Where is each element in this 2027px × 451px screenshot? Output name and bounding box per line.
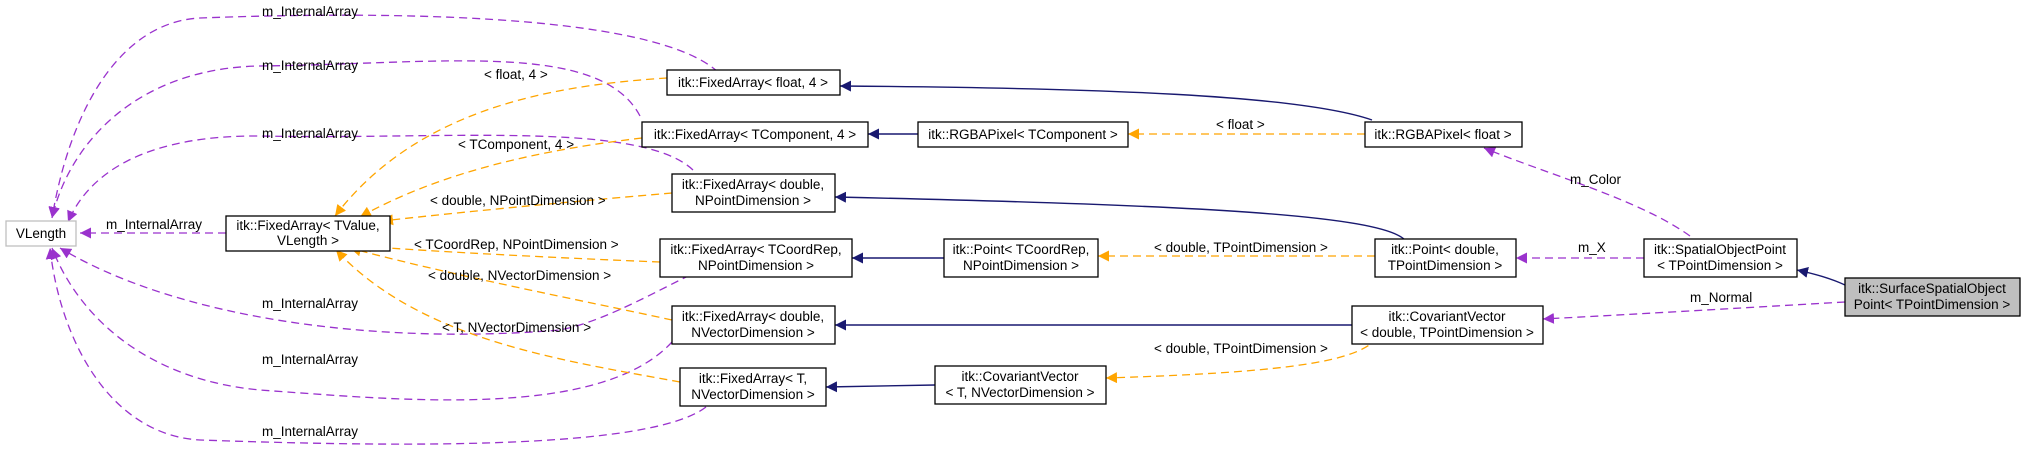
node-covvec-t-line1: itk::CovariantVector	[961, 369, 1079, 384]
node-fixedarray-double-nvectordimension[interactable]: itk::FixedArray< double, NVectorDimensio…	[671, 305, 836, 345]
node-point-double-line1: itk::Point< double,	[1391, 242, 1499, 257]
label-m-internalarray-4: m_InternalArray	[106, 217, 202, 232]
node-point-double-tpointdimension[interactable]: itk::Point< double, TPointDimension >	[1374, 238, 1517, 278]
node-fixedarray-double-npoint-line2: NPointDimension >	[695, 193, 811, 208]
label-m-internalarray-5: m_InternalArray	[262, 296, 358, 311]
node-surfacespatialobjectpoint-line2: Point< TPointDimension >	[1854, 297, 2011, 312]
node-fixedarray-double-nvector-line1: itk::FixedArray< double,	[682, 309, 824, 324]
node-fixedarray-t-nvectordimension[interactable]: itk::FixedArray< T, NVectorDimension >	[679, 367, 827, 407]
edge-template-fa-double-nvector	[349, 245, 673, 321]
node-fixedarray-tcomponent-4[interactable]: itk::FixedArray< TComponent, 4 >	[641, 121, 869, 148]
label-m-normal: m_Normal	[1690, 290, 1752, 305]
node-point-double-line2: TPointDimension >	[1388, 258, 1503, 273]
edge-usage-fa-tcomponent4-vlength	[49, 60, 641, 219]
label-m-internalarray-1: m_InternalArray	[262, 4, 358, 19]
edge-usage-fa-t-nvector-vlength	[45, 247, 707, 445]
node-fixedarray-tvalue-vlength[interactable]: itk::FixedArray< TValue, VLength >	[225, 215, 391, 252]
label-tcoordrep-npoint: < TCoordRep, NPointDimension >	[414, 237, 619, 252]
node-vlength[interactable]: VLength	[5, 220, 77, 247]
label-m-internalarray-2: m_InternalArray	[262, 58, 358, 73]
edge-usage-fa-float4-vlength	[48, 14, 719, 219]
edge-template-fa-tcoordrep-npoint	[359, 241, 661, 263]
node-spatialobjectpoint-line2: < TPointDimension >	[1657, 258, 1783, 273]
node-fixedarray-double-npointdimension[interactable]: itk::FixedArray< double, NPointDimension…	[671, 173, 836, 213]
edge-inherit-covvec-t-fa-t-nvector	[825, 381, 936, 393]
node-point-tcoordrep-line1: itk::Point< TCoordRep,	[953, 242, 1090, 257]
node-fixedarray-float-4-label: itk::FixedArray< float, 4 >	[678, 75, 828, 90]
node-rgbapixel-float[interactable]: itk::RGBAPixel< float >	[1364, 121, 1523, 148]
edge-template-fa-tcomponent4	[359, 137, 643, 218]
node-rgbapixel-float-label: itk::RGBAPixel< float >	[1374, 127, 1511, 142]
edge-template-fa-float4	[334, 77, 668, 217]
edge-template-fa-t-nvector	[335, 249, 681, 383]
edge-template-covvec-t	[1105, 336, 1379, 384]
edge-usage-m-color	[1483, 147, 1691, 237]
node-fixedarray-t-nvector-line2: NVectorDimension >	[691, 387, 815, 402]
label-m-internalarray-6: m_InternalArray	[262, 352, 358, 367]
nodes: VLength itk::FixedArray< TValue, VLength…	[5, 69, 2021, 407]
node-covariantvector-double-tpointdimension[interactable]: itk::CovariantVector < double, TPointDim…	[1351, 305, 1544, 345]
label-float: < float >	[1216, 117, 1265, 132]
node-surfacespatialobjectpoint[interactable]: itk::SurfaceSpatialObject Point< TPointD…	[1844, 277, 2021, 317]
node-covvec-double-line1: itk::CovariantVector	[1388, 309, 1506, 324]
label-m-color: m_Color	[1570, 172, 1622, 187]
node-fixedarray-t-nvector-line1: itk::FixedArray< T,	[699, 371, 807, 386]
edge-template-fa-double-npoint	[381, 192, 673, 226]
label-m-x: m_X	[1578, 240, 1606, 255]
label-double-tpoint-1: < double, TPointDimension >	[1154, 240, 1328, 255]
node-spatialobjectpoint[interactable]: itk::SpatialObjectPoint < TPointDimensio…	[1643, 238, 1798, 278]
node-rgbapixel-tcomponent[interactable]: itk::RGBAPixel< TComponent >	[917, 121, 1129, 148]
edge-inherit-point-double-fa-double-npoint	[834, 191, 1406, 241]
edge-inherit-rgbapixel-float-fa-float4	[839, 80, 1373, 121]
edge-usage-fa-tcoordrep-vlength	[59, 247, 691, 335]
edges	[45, 14, 1846, 445]
node-covariantvector-t-nvectordimension[interactable]: itk::CovariantVector < T, NVectorDimensi…	[934, 365, 1107, 405]
node-point-tcoordrep-npointdimension[interactable]: itk::Point< TCoordRep, NPointDimension >	[943, 238, 1099, 278]
node-fixedarray-tvalue-line2: VLength >	[277, 233, 339, 248]
node-rgbapixel-tcomponent-label: itk::RGBAPixel< TComponent >	[928, 127, 1118, 142]
node-fixedarray-tcoordrep-npoint-line1: itk::FixedArray< TCoordRep,	[670, 242, 841, 257]
edge-labels: m_InternalArray m_InternalArray m_Intern…	[106, 4, 1752, 439]
label-m-internalarray-3: m_InternalArray	[262, 126, 358, 141]
edge-usage-m-normal	[1542, 301, 1846, 324]
label-t-nvector: < T, NVectorDimension >	[442, 320, 591, 335]
label-double-npoint: < double, NPointDimension >	[430, 193, 606, 208]
label-double-nvector: < double, NVectorDimension >	[428, 268, 611, 283]
edge-usage-fa-double-npoint-vlength	[67, 134, 694, 223]
node-fixedarray-tcoordrep-npointdimension[interactable]: itk::FixedArray< TCoordRep, NPointDimens…	[659, 238, 853, 278]
label-float4: < float, 4 >	[484, 67, 548, 82]
node-vlength-label: VLength	[16, 226, 66, 241]
edge-inherit-surface-spatialobjectpoint	[1796, 267, 1846, 286]
node-spatialobjectpoint-line1: itk::SpatialObjectPoint	[1654, 242, 1786, 257]
node-fixedarray-tvalue-line1: itk::FixedArray< TValue,	[236, 218, 379, 233]
node-covvec-t-line2: < T, NVectorDimension >	[945, 385, 1094, 400]
label-m-internalarray-7: m_InternalArray	[262, 424, 358, 439]
node-fixedarray-float-4[interactable]: itk::FixedArray< float, 4 >	[666, 69, 841, 96]
node-fixedarray-tcomponent-4-label: itk::FixedArray< TComponent, 4 >	[654, 127, 856, 142]
label-double-tpoint-2: < double, TPointDimension >	[1154, 341, 1328, 356]
node-fixedarray-tcoordrep-npoint-line2: NPointDimension >	[698, 258, 814, 273]
node-covvec-double-line2: < double, TPointDimension >	[1360, 325, 1534, 340]
node-surfacespatialobjectpoint-line1: itk::SurfaceSpatialObject	[1858, 281, 2006, 296]
label-tcomponent4: < TComponent, 4 >	[458, 137, 574, 152]
node-fixedarray-double-npoint-line1: itk::FixedArray< double,	[682, 177, 824, 192]
node-point-tcoordrep-line2: NPointDimension >	[963, 258, 1079, 273]
edge-usage-fa-double-nvector-vlength	[50, 247, 673, 401]
node-fixedarray-double-nvector-line2: NVectorDimension >	[691, 325, 815, 340]
